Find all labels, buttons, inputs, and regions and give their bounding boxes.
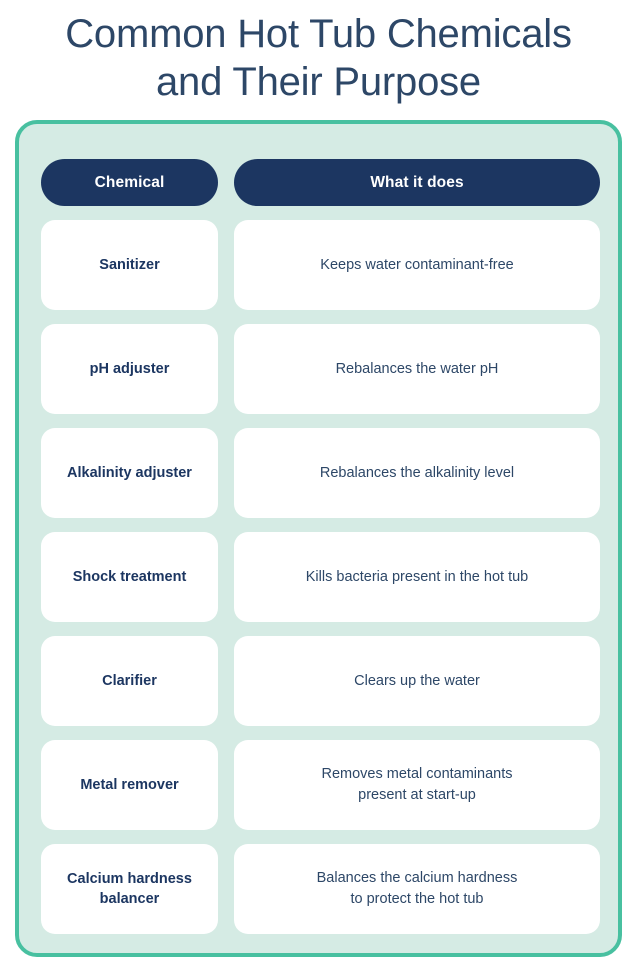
- page-title-line-1: Common Hot Tub Chemicals: [65, 12, 572, 56]
- cell-purpose-line-1: Kills bacteria present in the hot tub: [305, 568, 529, 585]
- cell-purpose: Removes metal contaminants present at st…: [234, 740, 600, 830]
- cell-chemical: Alkalinity adjuster: [41, 428, 218, 518]
- table-container: Chemical What it does Sanitizer Keeps wa…: [15, 120, 622, 957]
- cell-chemical-line-1: Sanitizer: [99, 257, 160, 273]
- cell-chemical: Clarifier: [41, 636, 218, 726]
- column-header-purpose: What it does: [234, 159, 600, 206]
- cell-purpose-line-2: present at start-up: [358, 787, 476, 803]
- cell-chemical: pH adjuster: [41, 324, 218, 414]
- cell-purpose-line-1: Keeps water contaminant-free: [320, 256, 514, 273]
- table-row: Clarifier Clears up the water: [41, 636, 600, 726]
- cell-purpose-line-1: Clears up the water: [354, 672, 480, 689]
- cell-chemical-line-1: Alkalinity adjuster: [67, 465, 192, 481]
- table-row: Calcium hardness balancer Balances the c…: [41, 844, 600, 934]
- table-row: Shock treatment Kills bacteria present i…: [41, 532, 600, 622]
- table-inner: Chemical What it does Sanitizer Keeps wa…: [41, 159, 600, 934]
- cell-purpose: Balances the calcium hardness to protect…: [234, 844, 600, 934]
- cell-purpose-line-1: Rebalances the alkalinity level: [319, 464, 515, 481]
- cell-purpose-line-2: to protect the hot tub: [350, 891, 484, 907]
- table-header-row: Chemical What it does: [41, 159, 600, 206]
- cell-purpose-line-1: Removes metal contaminants: [321, 766, 513, 782]
- table-row: pH adjuster Rebalances the water pH: [41, 324, 600, 414]
- table-row: Metal remover Removes metal contaminants…: [41, 740, 600, 830]
- table-row: Alkalinity adjuster Rebalances the alkal…: [41, 428, 600, 518]
- cell-chemical: Metal remover: [41, 740, 218, 830]
- cell-chemical: Shock treatment: [41, 532, 218, 622]
- cell-chemical-line-1: pH adjuster: [89, 361, 170, 377]
- column-header-chemical: Chemical: [41, 159, 218, 206]
- page-title-line-2: and Their Purpose: [156, 60, 481, 104]
- table-row: Sanitizer Keeps water contaminant-free: [41, 220, 600, 310]
- cell-chemical: Sanitizer: [41, 220, 218, 310]
- cell-purpose: Kills bacteria present in the hot tub: [234, 532, 600, 622]
- cell-purpose: Clears up the water: [234, 636, 600, 726]
- page-title: Common Hot Tub Chemicals and Their Purpo…: [0, 10, 637, 106]
- cell-chemical-line-1: Shock treatment: [72, 569, 187, 585]
- cell-purpose: Rebalances the water pH: [234, 324, 600, 414]
- cell-chemical-line-2: balancer: [99, 891, 160, 907]
- cell-chemical: Calcium hardness balancer: [41, 844, 218, 934]
- cell-chemical-line-1: Clarifier: [102, 673, 157, 689]
- cell-chemical-line-1: Calcium hardness: [67, 871, 192, 887]
- cell-chemical-line-1: Metal remover: [80, 777, 179, 793]
- cell-purpose-line-1: Balances the calcium hardness: [316, 870, 518, 886]
- cell-purpose-line-1: Rebalances the water pH: [335, 360, 499, 377]
- cell-purpose: Rebalances the alkalinity level: [234, 428, 600, 518]
- cell-purpose: Keeps water contaminant-free: [234, 220, 600, 310]
